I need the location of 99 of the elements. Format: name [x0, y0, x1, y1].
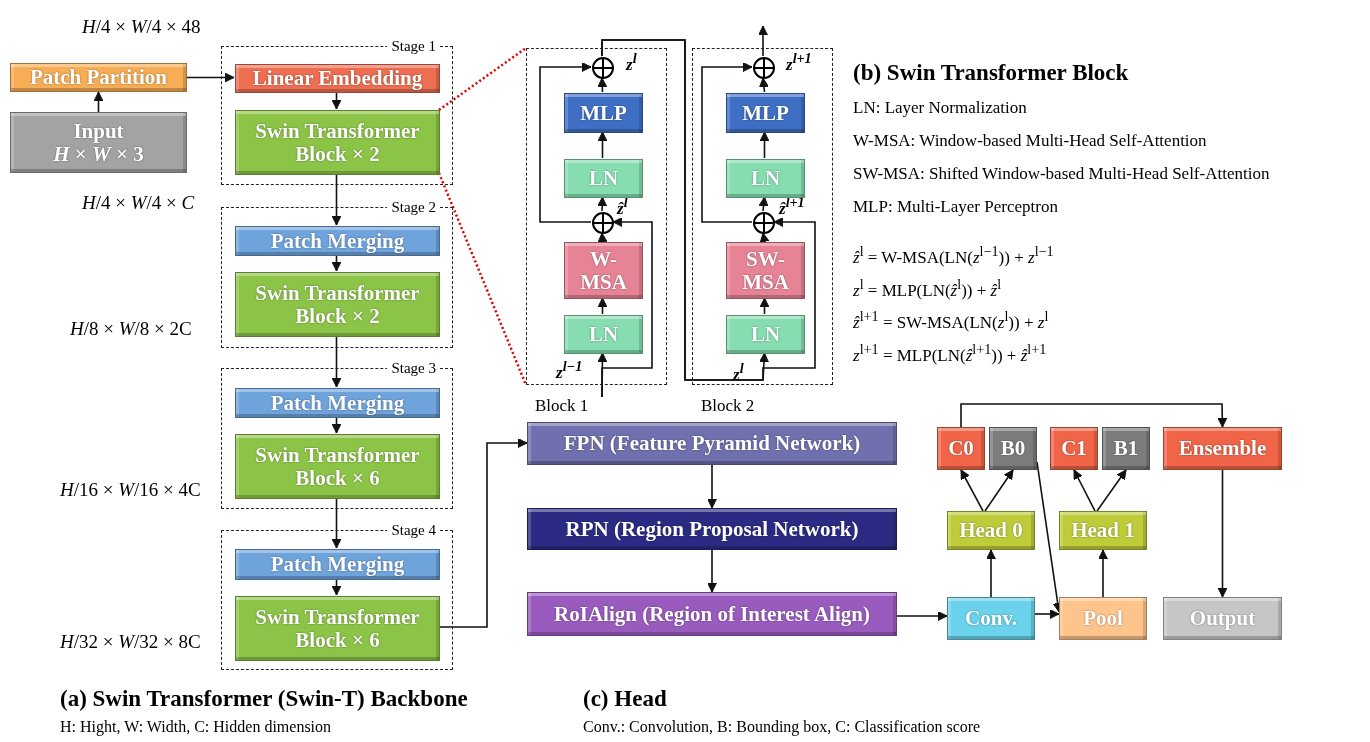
box-title: Input [73, 120, 124, 143]
arrow [759, 77, 769, 93]
arrow [438, 438, 528, 628]
process-box: LN [564, 315, 643, 354]
equation: ẑ$^{l}$ = W-MSA(LN(z$^{l−1}$)) + z$^{l−1}$ [853, 243, 1054, 268]
arrow [960, 469, 984, 512]
arrow [331, 416, 342, 434]
section-heading: (b) Swin Transformer Block [853, 60, 1129, 86]
arrow [896, 611, 948, 621]
process-box: Output [1163, 597, 1282, 640]
process-box: Swin Transformer Block × 6 [235, 596, 440, 661]
process-box: Patch Merging [235, 226, 440, 256]
process-box: Head 1 [1059, 511, 1147, 550]
dimension-label: H/4 × W/4 × C [82, 192, 195, 214]
process-box: Swin Transformer Block × 2 [235, 110, 440, 175]
definition-text: Conv.: Convolution, B: Bounding box, C: Classification score [583, 718, 981, 736]
arrow [707, 549, 717, 593]
arrow [759, 232, 770, 244]
process-box: LN [726, 159, 805, 198]
arrow [597, 297, 608, 315]
arrow [601, 39, 816, 381]
process-box: C1 [1050, 427, 1098, 470]
arrow [758, 25, 768, 57]
arrow [601, 217, 653, 398]
block-label: Block 2 [701, 396, 755, 416]
equation: ẑ$^{l+1}$ = SW-MSA(LN(z$^{l}$)) + z$^{l}$ [853, 308, 1049, 333]
dimension-label: H/8 × W/8 × 2C [70, 318, 192, 340]
arrow [707, 464, 717, 509]
box-text: H × W × 3 [53, 142, 144, 165]
arrow [331, 91, 342, 110]
process-box: Linear Embedding [235, 64, 440, 93]
equation: z$^{l}$ = MLP(LN(ẑ$^{l}$)) + ẑ$^{l}$ [853, 276, 1002, 301]
arrow [759, 131, 770, 159]
arrow [1073, 469, 1096, 512]
arrow [331, 335, 342, 388]
arrow [331, 578, 342, 596]
definition-text: SW-MSA: Shifted Window-based Multi-Head Self-Attention [853, 164, 1270, 184]
process-box: Swin Transformer Block × 2 [235, 272, 440, 337]
process-box: W-MSA [564, 242, 643, 299]
adder-circle [592, 57, 614, 79]
definition-text: LN: Layer Normalization [853, 98, 1027, 118]
definition-text: H: Hight, W: Width, C: Hidden dimension [60, 718, 332, 736]
arrow [331, 254, 342, 272]
arrow [1034, 609, 1060, 619]
arrow [597, 131, 608, 159]
variable-label: z$^{l}$ [733, 360, 744, 385]
process-box: Pool [1059, 597, 1147, 640]
arrow [758, 196, 769, 212]
arrow [597, 77, 608, 93]
arrow [539, 62, 592, 223]
section-heading: (c) Head [583, 686, 667, 712]
process-box: RPN (Region Proposal Network) [527, 508, 897, 550]
variable-label: z$^{l}$ [626, 50, 637, 75]
process-box: SW-MSA [726, 242, 805, 299]
equation: z$^{l+1}$ = MLP(LN(ẑ$^{l+1}$)) + ẑ$^{l+1}$ [853, 341, 1047, 366]
adder-circle [592, 212, 614, 234]
process-box: Patch Merging [235, 388, 440, 418]
process-box: Conv. [947, 597, 1035, 640]
arrow [759, 297, 770, 315]
dimension-label: H/32 × W/32 × 8C [60, 631, 201, 653]
arrow [186, 72, 235, 83]
arrow [984, 469, 1014, 512]
arrow [93, 91, 104, 113]
arrow [1217, 469, 1228, 598]
definition-text: MLP: Multi-Layer Perceptron [853, 197, 1058, 217]
arrow [986, 549, 996, 598]
process-box: B1 [1102, 427, 1150, 470]
process-box: FPN (Feature Pyramid Network) [527, 422, 897, 465]
process-box: RoIAlign (Region of Interest Align) [527, 592, 897, 636]
process-box: Swin Transformer Block × 6 [235, 434, 440, 499]
variable-label: z$^{l+1}$ [786, 50, 812, 75]
process-box: Head 0 [947, 511, 1035, 550]
arrow [597, 232, 608, 243]
process-box: Patch Merging [235, 549, 440, 580]
dimension-label: H/4 × W/4 × 48 [82, 16, 201, 38]
arrow [960, 403, 1228, 428]
process-box [10, 112, 187, 173]
process-box: B0 [989, 427, 1037, 470]
process-box: LN [564, 159, 643, 198]
arrow [597, 196, 608, 212]
dimension-label: H/16 × W/16 × 4C [60, 479, 201, 501]
definition-text: W-MSA: Window-based Multi-Head Self-Attention [853, 131, 1207, 151]
arrow [331, 497, 342, 549]
arrow [331, 173, 342, 226]
process-box: LN [726, 315, 805, 354]
process-box: C0 [937, 427, 985, 470]
process-box: Patch Partition [10, 63, 187, 92]
adder-circle [753, 212, 775, 234]
arrow [701, 62, 753, 223]
arrow [1098, 549, 1108, 598]
variable-label: z$^{l−1}$ [556, 358, 583, 383]
adder-circle [753, 57, 775, 79]
block-label: Block 1 [535, 396, 589, 416]
zoom-line [438, 47, 527, 111]
section-heading: (a) Swin Transformer (Swin-T) Backbone [60, 686, 468, 712]
arrow [1096, 469, 1127, 512]
process-box: MLP [564, 93, 643, 133]
process-box: Ensemble [1163, 427, 1282, 470]
process-box: MLP [726, 93, 805, 133]
